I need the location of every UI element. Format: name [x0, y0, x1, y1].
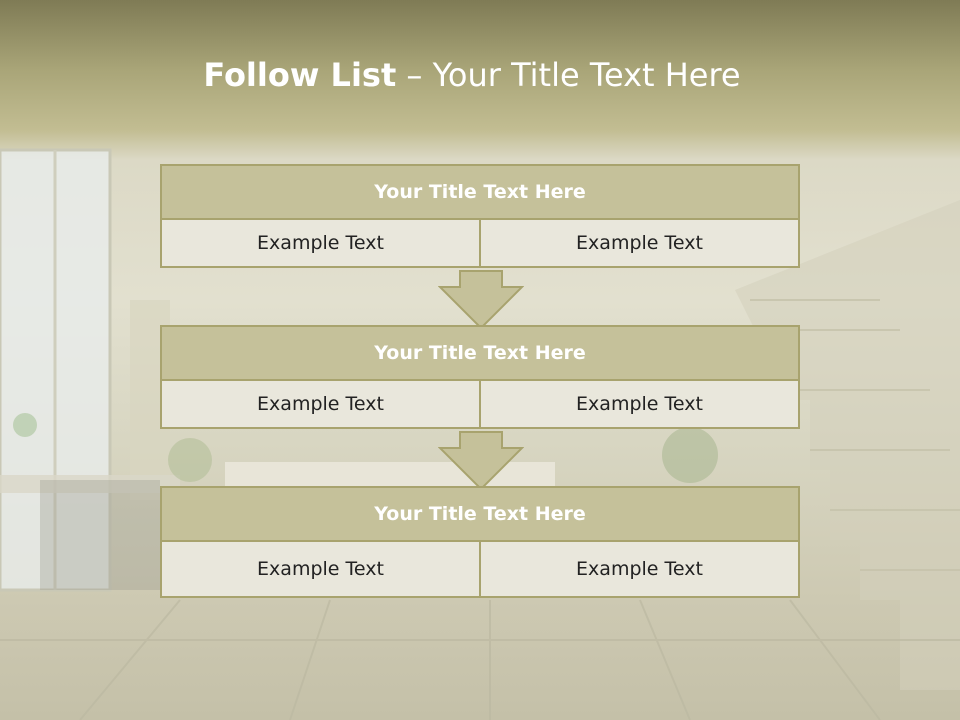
- block-cell-right: Example Text: [479, 540, 800, 598]
- down-arrow-icon: [438, 431, 524, 491]
- block-header: Your Title Text Here: [160, 164, 800, 220]
- block-header: Your Title Text Here: [160, 486, 800, 542]
- block-row: Example Text Example Text: [160, 218, 800, 268]
- block-cell-right: Example Text: [479, 379, 800, 429]
- block-cell-left: Example Text: [160, 218, 481, 268]
- slide-title-bold: Follow List: [203, 56, 397, 94]
- list-block-3: Your Title Text Here Example Text Exampl…: [160, 486, 800, 598]
- list-block-1: Your Title Text Here Example Text Exampl…: [160, 164, 800, 268]
- block-row: Example Text Example Text: [160, 379, 800, 429]
- slide-title: Follow List – Your Title Text Here: [0, 56, 944, 94]
- block-row: Example Text Example Text: [160, 540, 800, 598]
- down-arrow-icon: [438, 270, 524, 330]
- block-cell-right: Example Text: [479, 218, 800, 268]
- slide-title-rest: – Your Title Text Here: [396, 56, 741, 94]
- block-header: Your Title Text Here: [160, 325, 800, 381]
- list-block-2: Your Title Text Here Example Text Exampl…: [160, 325, 800, 429]
- block-cell-left: Example Text: [160, 379, 481, 429]
- block-cell-left: Example Text: [160, 540, 481, 598]
